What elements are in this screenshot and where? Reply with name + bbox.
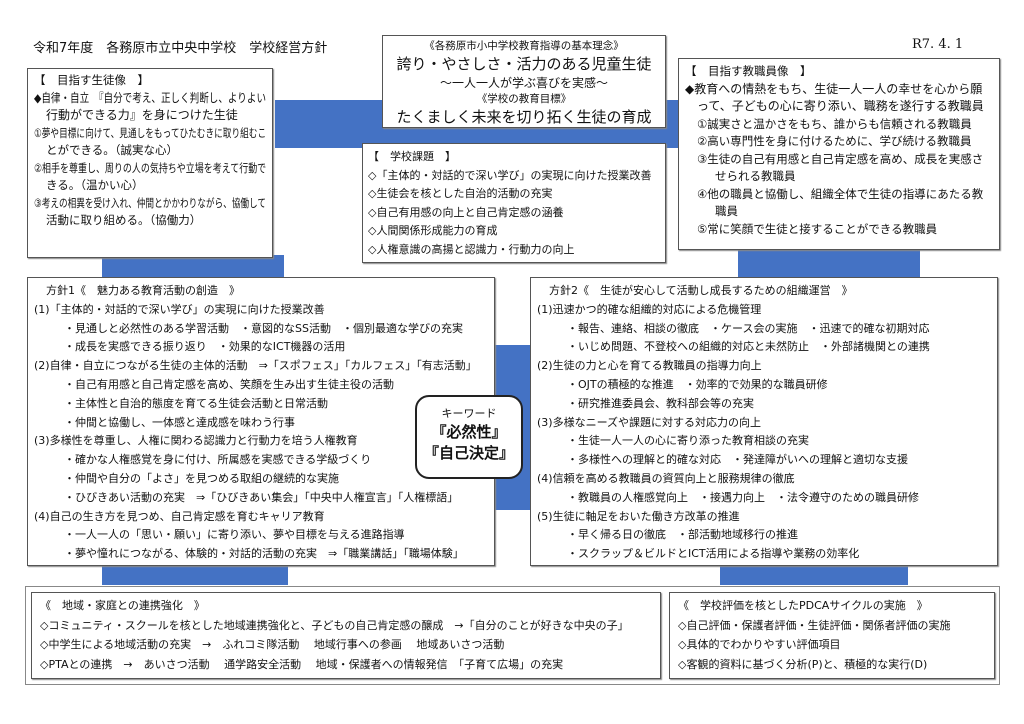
student-line: ◆自律・自立 『自分で考え、正しく判断し、よりよい: [34, 90, 267, 105]
policy1-line: (1)「主体的・対話的で深い学び」の実現に向けた授業改善: [34, 302, 325, 316]
staff-line: って、子どもの心に寄り添い、職務を遂行する教職員: [697, 99, 984, 113]
connector-bottom-left: [102, 563, 288, 585]
staff-line: 職員: [715, 204, 738, 218]
policy1-line: ・成長を実感できる振り返り ・効果的なICT機器の活用: [64, 340, 346, 354]
policy2-line: ・研究推進委員会、教科部会等の充実: [567, 396, 754, 410]
pdca-title: 《 学校評価を核としたPDCAサイクルの実施 》: [678, 599, 928, 612]
connector-bottom-right: [720, 563, 908, 585]
policy2-line: (1)迅速かつ的確な組織的対応による危機管理: [537, 302, 762, 316]
keyword-box: キーワード 『必然性』 『自己決定』: [415, 395, 523, 479]
community-title: 《 地域・家庭との連携強化 》: [40, 599, 205, 612]
philosophy: 誇り・やさしさ・活力のある児童生徒: [396, 55, 652, 73]
issue-item: ◇自己有用感の向上と自己肯定感の涵養: [368, 205, 564, 219]
pdca-item: ◇具体的でわかりやすい評価項目: [678, 638, 841, 651]
policy2-line: ・OJTの積極的な推進 ・効率的で効果的な職員研修: [567, 377, 828, 391]
student-line: ①夢や目標に向けて、見通しをもってひたむきに取り組むこ: [34, 125, 267, 140]
student-line: ②相手を尊重し、周りの人の気持ちや立場を考えて行動で: [34, 160, 267, 175]
student-image-heading: 【 目指す生徒像 】: [34, 73, 149, 87]
pdca-box: 《 学校評価を核としたPDCAサイクルの実施 》 ◇自己評価・保護者評価・生徒評…: [669, 592, 995, 679]
policy2-line: (4)信頼を高める教職員の資質向上と服務規律の徹底: [537, 471, 795, 485]
staff-line: ①誠実さと温かさをもち、誰からも信頼される教職員: [697, 116, 972, 131]
policy2-title: 方針2《 生徒が安心して活動し成長するための組織運営 》: [549, 284, 853, 297]
keyword-self-determination: 『自己決定』: [423, 444, 514, 462]
policy2-line: ・いじめ問題、不登校への組織的対応と未然防止 ・外部諸機関との連携: [567, 340, 930, 354]
policy2-line: ・多様性への理解と的確な対応 ・発達障がいへの理解と適切な支援: [567, 453, 908, 467]
student-line: ③考えの相異を受け入れ、仲間とかかわりながら、協働して: [34, 195, 267, 210]
staff-line: ④他の職員と協働し、組織全体で生徒の指導にあたる教: [697, 186, 984, 201]
issue-item: ◇人間関係形成能力の育成: [368, 224, 498, 237]
issue-item: ◇生徒会を核とした自治的活動の充実: [368, 187, 553, 200]
policy2-line: ・報告、連絡、相談の徹底 ・ケース会の実施 ・迅速で的確な初期対応: [567, 321, 930, 335]
connector-right: [738, 248, 920, 280]
policy1-line: ・仲間や自分の「よさ」を見つめる取組の継続的な実施: [64, 471, 339, 485]
policy1-line: (4)自己の生き方を見つめ、自己肯定感を育むキャリア教育: [34, 509, 325, 523]
policy2-line: ・早く帰る日の徹底 ・部活動地域移行の推進: [567, 528, 798, 542]
policy2-line: (5)生徒に軸足をおいた働き方改革の推進: [537, 509, 740, 523]
connector-left: [102, 255, 284, 280]
school-issues-heading: 【 学校課題 】: [368, 150, 456, 163]
staff-image-box: 【 目指す教職員像 】 ◆教育への情熱をもち、生徒一人一人の幸せを心から願 って…: [678, 58, 1000, 250]
staff-image-heading: 【 目指す教職員像 】: [685, 64, 812, 78]
staff-line: ⑤常に笑顔で生徒と接することができる教職員: [697, 221, 938, 236]
student-line: きる。（温かい心）: [46, 178, 144, 192]
policy2-line: ・生徒一人一人の心に寄り添った教育相談の充実: [567, 434, 809, 448]
policy1-line: ・一人一人の「思い・願い」に寄り添い、夢や目標を与える進路指導: [64, 528, 405, 542]
staff-line: ③生徒の自己有用感と自己肯定感を高め、成長を実感さ: [697, 151, 984, 166]
philosophy-label: 《各務原市小中学校教育指導の基本理念》: [424, 40, 624, 52]
bottom-frame: [25, 586, 1000, 685]
policy1-line: ・夢や憧れにつながる、体験的・対話的活動の充実 ⇒「職業講話」「職場体験」: [64, 547, 464, 561]
policy1-line: ・確かな人権感覚を身に付け、所属感を実感できる学級づくり: [64, 453, 372, 467]
policy1-title: 方針1《 魅力ある教育活動の創造 》: [46, 284, 240, 297]
community-item: ◇中学生による地域活動の充実 → ふれコミ隊活動 地域行事への参画 地域あいさつ…: [40, 638, 505, 651]
community-item: ◇コミュニティ・スクールを核とした地域連携強化と、子どもの自己肯定感の醸成 →「…: [40, 618, 629, 632]
policy2-line: ・スクラップ＆ビルドとICT活用による指導や業務の効率化: [567, 547, 860, 561]
policy2-line: (3)多様なニーズや課題に対する対応力の向上: [537, 415, 762, 429]
policy2-line: ・教職員の人権感覚向上 ・接遇力向上 ・法令遵守のための職員研修: [567, 490, 919, 504]
school-goal: たくましく未来を切り拓く生徒の育成: [396, 108, 652, 126]
policy1-line: ・主体性と自治的態度を育てる生徒会活動と日常活動: [64, 396, 328, 410]
date: R7. 4. 1: [912, 37, 964, 52]
pdca-item: ◇客観的資料に基づく分析(P)と、積極的な実行(D): [678, 657, 928, 671]
issue-item: ◇「主体的・対話的で深い学び」の実現に向けた授業改善: [368, 168, 652, 182]
community-item: ◇PTAとの連携 → あいさつ活動 通学路安全活動 地域・保護者への情報発信 「…: [40, 657, 564, 671]
student-line: とができる。（誠実な心）: [46, 143, 179, 157]
policy1-line: (2)自律・自立につながる生徒の主体的活動 ⇒「スポフェス」「カルフェス」「有志…: [34, 359, 477, 373]
pdca-item: ◇自己評価・保護者評価・生徒評価・関係者評価の実施: [678, 618, 951, 632]
student-line: 行動ができる力』を身につけた生徒: [46, 108, 238, 122]
issue-item: ◇人権意識の高揚と認識力・行動力の向上: [368, 242, 575, 256]
policy1-line: ・ひびきあい活動の充実 ⇒「ひびきあい集会」「中央中人権宣言」「人権標語」: [64, 490, 459, 504]
student-line: 活動に取り組める。（協働力）: [46, 213, 202, 227]
keyword-necessity: 『必然性』: [431, 423, 507, 441]
educational-goal-box: 《各務原市小中学校教育指導の基本理念》 誇り・やさしさ・活力のある児童生徒 ～一…: [382, 35, 666, 128]
keyword-label: キーワード: [441, 407, 497, 420]
goal-label: 《学校の教育目標》: [476, 93, 572, 105]
policy1-line: (3)多様性を尊重し、人権に関わる認識力と行動力を培う人権教育: [34, 434, 358, 448]
school-issues-box: 【 学校課題 】 ◇「主体的・対話的で深い学び」の実現に向けた授業改善 ◇生徒会…: [362, 143, 666, 263]
policy2-box: 方針2《 生徒が安心して活動し成長するための組織運営 》 (1)迅速かつ的確な組…: [530, 277, 998, 566]
policy1-line: ・自己有用感と自己肯定感を高め、笑顔を生み出す生徒主役の活動: [64, 377, 394, 391]
policy2-line: (2)生徒の力と心を育てる教職員の指導力向上: [537, 359, 762, 373]
policy1-line: ・仲間と協働し、一体感と達成感を味わう行事: [64, 415, 295, 429]
student-image-box: 【 目指す生徒像 】 ◆自律・自立 『自分で考え、正しく判断し、よりよい 行動が…: [27, 68, 273, 258]
philosophy-sub: ～一人一人が学ぶ喜びを実感～: [439, 76, 608, 90]
policy1-line: ・見通しと必然性のある学習活動 ・意図的なSS活動 ・個別最適な学びの充実: [64, 321, 463, 335]
staff-line: ◆教育への情熱をもち、生徒一人一人の幸せを心から願: [685, 81, 983, 96]
community-box: 《 地域・家庭との連携強化 》 ◇コミュニティ・スクールを核とした地域連携強化と…: [31, 592, 661, 679]
page-title: 令和7年度 各務原市立中央中学校 学校経営方針: [33, 41, 328, 56]
staff-line: せられる教職員: [715, 169, 796, 183]
staff-line: ②高い専門性を身に付けるために、学び続ける教職員: [697, 134, 972, 148]
